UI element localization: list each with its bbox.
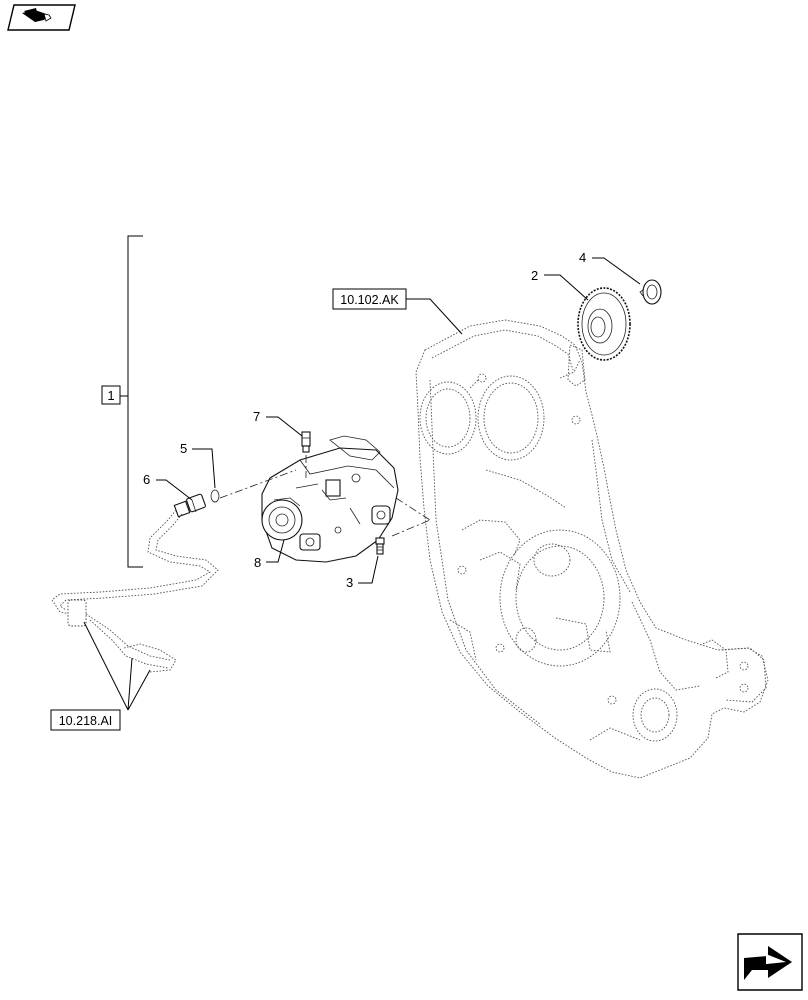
gear-cap <box>639 279 662 305</box>
callout-4-label: 4 <box>579 250 586 265</box>
parts-book-icon[interactable] <box>7 4 76 31</box>
callout-8-label: 8 <box>254 555 261 570</box>
reference-10-218-ai[interactable]: 10.218.AI <box>50 709 121 731</box>
o-ring <box>210 489 220 503</box>
pipe-connector <box>173 493 206 518</box>
timing-housing <box>415 319 769 779</box>
group-bracket <box>120 235 143 568</box>
assembly-alignment-lines <box>219 455 431 537</box>
pump-fitting <box>301 431 311 453</box>
callout-7-label: 7 <box>253 409 260 424</box>
callout-6[interactable]: 6 <box>143 472 150 487</box>
callout-2[interactable]: 2 <box>531 268 538 283</box>
reference-10-102-ak-label: 10.102.AK <box>340 293 399 307</box>
fuel-pump <box>261 435 399 563</box>
next-page-arrow-icon[interactable] <box>737 933 803 991</box>
callout-5-label: 5 <box>180 441 187 456</box>
callout-3-label: 3 <box>346 575 353 590</box>
callout-3[interactable]: 3 <box>346 575 353 590</box>
callout-8[interactable]: 8 <box>254 555 261 570</box>
callout-1-label: 1 <box>107 388 114 403</box>
callout-7[interactable]: 7 <box>253 409 260 424</box>
pump-screw <box>375 537 385 555</box>
callout-6-label: 6 <box>143 472 150 487</box>
reference-10-218-ai-label: 10.218.AI <box>59 714 113 728</box>
reference-10-102-ak[interactable]: 10.102.AK <box>332 288 407 310</box>
callout-1[interactable]: 1 <box>101 385 121 405</box>
callout-5[interactable]: 5 <box>180 441 187 456</box>
callout-4[interactable]: 4 <box>579 250 586 265</box>
idler-gear <box>577 287 631 361</box>
fuel-line <box>51 509 219 673</box>
callout-2-label: 2 <box>531 268 538 283</box>
